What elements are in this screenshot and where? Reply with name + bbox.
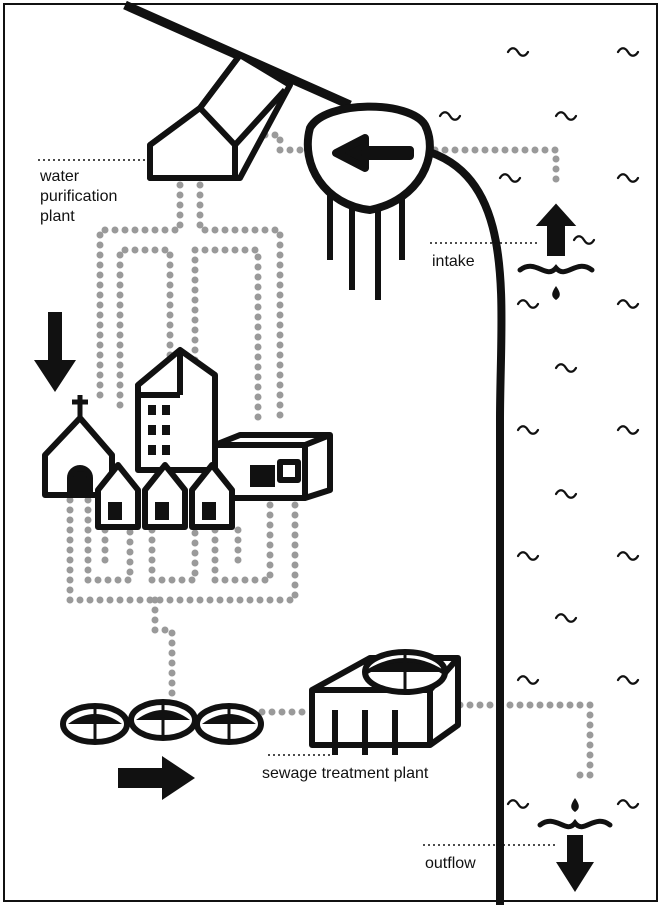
reservoir-legs (327, 190, 405, 300)
arrow-icon (118, 756, 195, 800)
sewage-pipe (66, 496, 299, 604)
settling-tanks (60, 699, 264, 745)
sewage-treatment-plant (309, 649, 461, 755)
plant-ridge (197, 53, 243, 110)
wave-icon (516, 675, 540, 685)
arrow-icon (535, 203, 577, 256)
plant-ridge (232, 87, 288, 148)
dotted-pipes (66, 131, 594, 779)
wave-icon (506, 799, 530, 809)
wave-icon (572, 235, 596, 245)
sewage-pipe (101, 526, 116, 564)
reservoir-pipe (216, 131, 314, 154)
leader-lines (38, 159, 555, 846)
outflow-symbol (537, 798, 613, 892)
intake-label: intake (432, 253, 475, 270)
building-icon (135, 347, 218, 473)
outflow-label: outflow (425, 855, 476, 872)
wave-icon (554, 111, 578, 121)
reservoir (303, 102, 434, 300)
settling-tank-icon (194, 703, 264, 745)
house-icon (189, 462, 235, 530)
house-icon (95, 462, 141, 530)
distribution-pipe (196, 181, 284, 424)
water-purification-plant (147, 52, 293, 181)
intake-symbol (517, 203, 595, 300)
water-purification-label: water (39, 168, 80, 185)
arrow-icon (556, 835, 594, 892)
wave-icon (554, 489, 578, 499)
wave-icon (516, 551, 540, 561)
wave-icon (616, 799, 640, 809)
frame-border (3, 3, 658, 902)
wave-icon (506, 47, 530, 57)
wave-icon (517, 263, 595, 275)
sewage-pipe (148, 526, 199, 584)
wave-icon (616, 675, 640, 685)
river-waves (438, 47, 640, 809)
arrow-icon (34, 312, 76, 392)
sewage-pipe (84, 496, 134, 584)
wave-icon (537, 818, 613, 830)
wave-icon (554, 613, 578, 623)
church-icon (42, 395, 115, 498)
sewage-pipe (211, 496, 274, 584)
wave-icon (616, 47, 640, 57)
water-purification-label: purification (40, 188, 117, 205)
water-drop-icon (571, 798, 579, 812)
settling-tank-icon (128, 699, 198, 741)
river-bank (414, 144, 506, 905)
sewage-pipe (234, 526, 252, 564)
wave-icon (616, 425, 640, 435)
wave-icon (498, 173, 522, 183)
arrow-icon (332, 134, 414, 172)
wave-icon (438, 111, 462, 121)
town (42, 347, 333, 530)
plant-front (147, 105, 238, 181)
distribution-pipe (191, 246, 262, 424)
distribution-pipe (96, 181, 184, 404)
outflow-pipe (436, 701, 594, 779)
house-icon (142, 462, 188, 530)
wave-icon (516, 425, 540, 435)
wave-icon (516, 299, 540, 309)
wave-icon (616, 299, 640, 309)
distribution-pipe (116, 246, 174, 409)
wave-icon (616, 551, 640, 561)
intake-pipe (421, 146, 560, 184)
water-drop-icon (552, 286, 560, 300)
factory-icon (212, 432, 333, 501)
water-purification-label: plant (40, 208, 75, 225)
wave-icon (554, 363, 578, 373)
sewage-pipe (151, 596, 176, 704)
wave-icon (616, 173, 640, 183)
settling-tank-icon (60, 703, 130, 745)
sewage-treatment-label: sewage treatment plant (262, 765, 429, 782)
